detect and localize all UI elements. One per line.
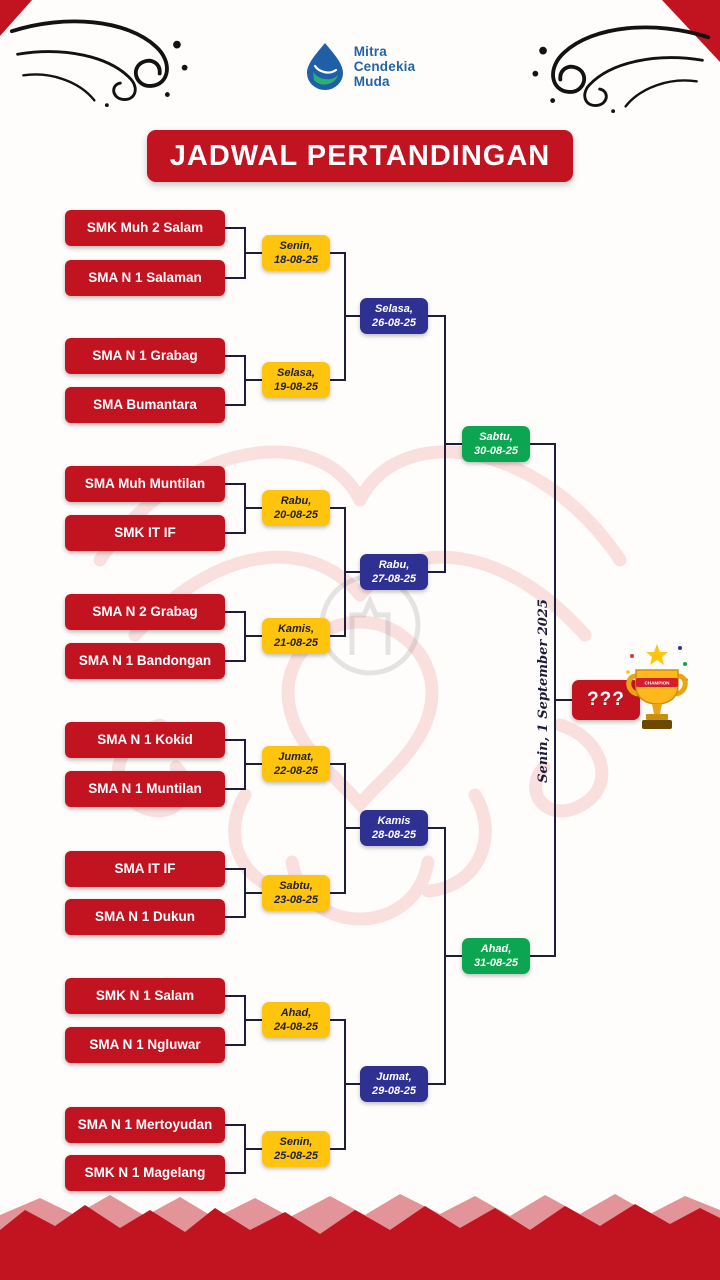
- round2-date-box: Jumat, 29-08-25: [360, 1066, 428, 1102]
- torn-edge: [0, 1194, 720, 1280]
- team-box: SMK N 1 Salam: [65, 978, 225, 1014]
- match-date-box: Ahad, 24-08-25: [262, 1002, 330, 1038]
- match-day: Kamis: [377, 814, 411, 827]
- trophy-icon: CHAMPION: [626, 644, 688, 729]
- team-box: SMA N 2 Grabag: [65, 594, 225, 630]
- match-date: 19-08-25: [273, 380, 319, 393]
- logo-line: Cendekia: [353, 58, 416, 74]
- match-day: Jumat,: [278, 750, 314, 763]
- final-date-vertical: Senin, 1 September 2025: [536, 599, 551, 783]
- team-box: SMA N 1 Muntilan: [65, 771, 225, 807]
- flourish-left-icon: [9, 19, 188, 108]
- match-day: Rabu,: [280, 494, 312, 507]
- match-date: 27-08-25: [371, 572, 417, 585]
- match-day: Kamis,: [277, 622, 315, 635]
- round2-date-box: Kamis 28-08-25: [360, 810, 428, 846]
- match-date-box: Rabu, 20-08-25: [262, 490, 330, 526]
- match-day: Sabtu,: [479, 430, 513, 443]
- team-box: SMA N 1 Mertoyudan: [65, 1107, 225, 1143]
- match-day: Ahad,: [480, 942, 512, 955]
- round2-date-box: Rabu, 27-08-25: [360, 554, 428, 590]
- team-box: SMA N 1 Bandongan: [65, 643, 225, 679]
- match-day: Selasa,: [277, 366, 315, 379]
- match-day: Ahad,: [280, 1006, 312, 1019]
- final-placeholder: ???: [587, 689, 625, 710]
- team-box: SMK IT IF: [65, 515, 225, 551]
- match-day: Sabtu,: [279, 879, 313, 892]
- team-box: SMA N 1 Kokid: [65, 722, 225, 758]
- match-date: 29-08-25: [371, 1084, 417, 1097]
- logo-line: Muda: [353, 73, 390, 89]
- match-date-box: Senin, 18-08-25: [262, 235, 330, 271]
- semifinal-date-box: Ahad, 31-08-25: [462, 938, 530, 974]
- team-box: SMA N 1 Salaman: [65, 260, 225, 296]
- match-day: Jumat,: [376, 1070, 412, 1083]
- match-date-box: Jumat, 22-08-25: [262, 746, 330, 782]
- match-date: 30-08-25: [473, 444, 519, 457]
- logo-line: Mitra: [353, 43, 387, 59]
- match-day: Rabu,: [378, 558, 410, 571]
- match-date: 18-08-25: [273, 253, 319, 266]
- logo: Mitra Cendekia Muda: [0, 42, 720, 90]
- match-date: 26-08-25: [371, 316, 417, 329]
- match-date-box: Sabtu, 23-08-25: [262, 875, 330, 911]
- match-date-box: Senin, 25-08-25: [262, 1131, 330, 1167]
- logo-text: Mitra Cendekia Muda: [354, 44, 416, 89]
- team-box: SMK N 1 Magelang: [65, 1155, 225, 1191]
- match-date: 23-08-25: [273, 893, 319, 906]
- round2-date-box: Selasa, 26-08-25: [360, 298, 428, 334]
- match-date: 25-08-25: [273, 1149, 319, 1162]
- team-box: SMK Muh 2 Salam: [65, 210, 225, 246]
- team-box: SMA Bumantara: [65, 387, 225, 423]
- match-date: 20-08-25: [273, 508, 319, 521]
- team-box: SMA N 1 Grabag: [65, 338, 225, 374]
- team-box: SMA IT IF: [65, 851, 225, 887]
- team-box: SMA N 1 Dukun: [65, 899, 225, 935]
- match-date-box: Selasa, 19-08-25: [262, 362, 330, 398]
- match-date: 31-08-25: [473, 956, 519, 969]
- match-day: Senin,: [279, 1135, 313, 1148]
- match-day: Selasa,: [375, 302, 413, 315]
- match-day: Senin,: [279, 239, 313, 252]
- team-box: SMA N 1 Ngluwar: [65, 1027, 225, 1063]
- team-box: SMA Muh Muntilan: [65, 466, 225, 502]
- match-date-box: Kamis, 21-08-25: [262, 618, 330, 654]
- trophy-band-label: CHAMPION: [644, 681, 670, 686]
- logo-drop-icon: [306, 43, 343, 90]
- flourish-right-icon: [532, 25, 711, 114]
- match-date: 21-08-25: [273, 636, 319, 649]
- match-date: 24-08-25: [273, 1020, 319, 1033]
- match-date: 28-08-25: [371, 828, 417, 841]
- match-date: 22-08-25: [273, 764, 319, 777]
- page-title: JADWAL PERTANDINGAN: [169, 139, 551, 172]
- semifinal-date-box: Sabtu, 30-08-25: [462, 426, 530, 462]
- title-banner: JADWAL PERTANDINGAN: [147, 130, 573, 182]
